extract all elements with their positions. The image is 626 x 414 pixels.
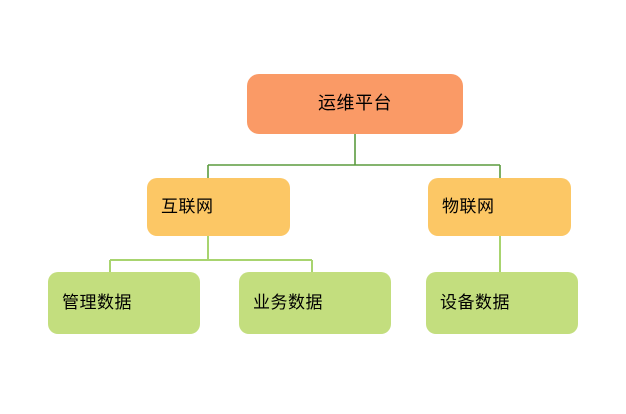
node-business-data-label: 业务数据 [253, 292, 323, 313]
node-internet-label: 互联网 [161, 196, 214, 217]
node-root-label: 运维平台 [318, 93, 392, 115]
node-internet[interactable]: 互联网 [147, 178, 290, 236]
node-manage-data-label: 管理数据 [62, 292, 132, 313]
node-business-data[interactable]: 业务数据 [239, 272, 391, 334]
node-iot-label: 物联网 [442, 196, 495, 217]
node-manage-data[interactable]: 管理数据 [48, 272, 200, 334]
node-root[interactable]: 运维平台 [247, 74, 463, 134]
node-device-data-label: 设备数据 [440, 292, 510, 313]
node-iot[interactable]: 物联网 [428, 178, 571, 236]
node-device-data[interactable]: 设备数据 [426, 272, 578, 334]
